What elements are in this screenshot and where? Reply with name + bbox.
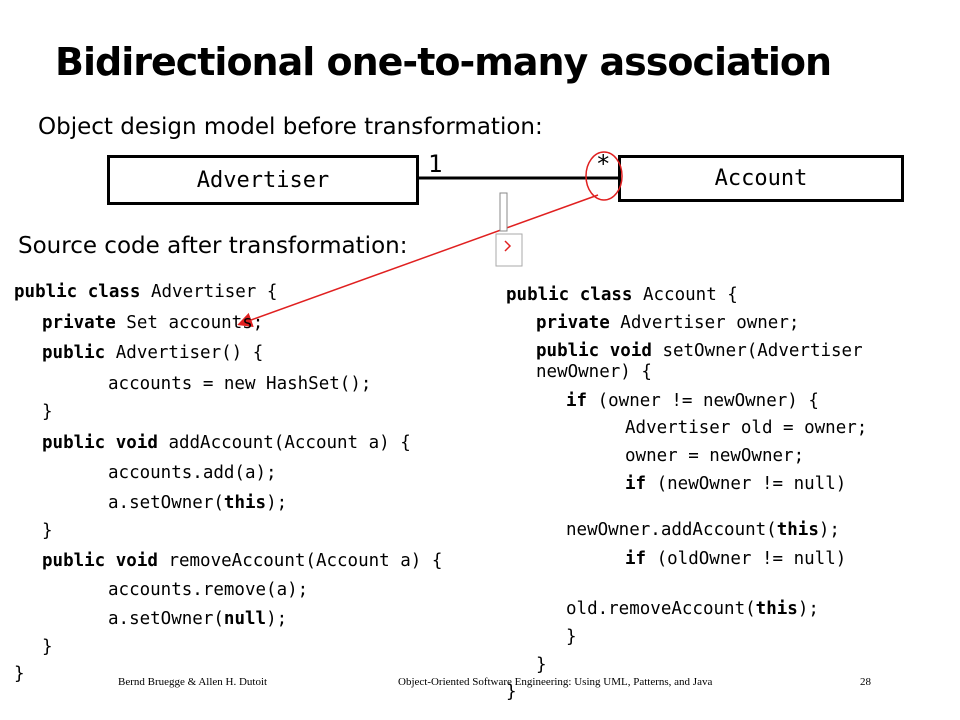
code-line: if (newOwner != null) xyxy=(625,474,847,494)
code-line: } xyxy=(506,682,517,702)
code-line: private Set accounts; xyxy=(42,313,264,333)
advertiser-class-box: Advertiser xyxy=(107,155,419,205)
after-label: Source code after transformation: xyxy=(18,233,408,259)
left-multiplicity: 1 xyxy=(428,150,443,178)
code-line: owner = newOwner; xyxy=(625,446,805,466)
code-line: public void setOwner(Advertiser xyxy=(536,341,863,361)
code-line: } xyxy=(42,402,53,422)
before-label: Object design model before transformatio… xyxy=(38,114,543,140)
annotation-arrow xyxy=(237,194,599,327)
scroll-handle-icon xyxy=(495,192,523,267)
right-multiplicity: * xyxy=(596,150,611,178)
footer-authors: Bernd Bruegge & Allen H. Dutoit xyxy=(118,676,268,688)
code-line: public void addAccount(Account a) { xyxy=(42,433,411,453)
code-line: public void removeAccount(Account a) { xyxy=(42,551,443,571)
code-line: } xyxy=(536,655,547,675)
advertiser-class-name: Advertiser xyxy=(196,167,330,193)
account-class-box: Account xyxy=(618,155,904,202)
code-line: } xyxy=(14,664,25,684)
code-line: public class Advertiser { xyxy=(14,282,278,302)
code-line: public class Account { xyxy=(506,285,738,305)
code-line: Advertiser old = owner; xyxy=(625,418,868,438)
account-class-name: Account xyxy=(714,166,808,191)
code-line: a.setOwner(null); xyxy=(108,609,288,629)
highlight-circle xyxy=(585,151,623,201)
code-line: public Advertiser() { xyxy=(42,343,264,363)
code-line: accounts.add(a); xyxy=(108,463,277,483)
code-line: } xyxy=(566,627,577,647)
code-line: } xyxy=(42,637,53,657)
footer-page-number: 28 xyxy=(860,676,871,688)
footer-book: Object-Oriented Software Engineering: Us… xyxy=(398,676,713,688)
code-line: private Advertiser owner; xyxy=(536,313,800,333)
slide-title: Bidirectional one-to-many association xyxy=(55,40,832,84)
code-line: old.removeAccount(this); xyxy=(566,599,819,619)
code-line: newOwner.addAccount(this); xyxy=(566,520,840,540)
code-line: newOwner) { xyxy=(536,362,652,382)
code-line: } xyxy=(42,521,53,541)
code-line: accounts.remove(a); xyxy=(108,580,309,600)
code-line: accounts = new HashSet(); xyxy=(108,374,372,394)
code-line: a.setOwner(this); xyxy=(108,493,288,513)
code-line: if (oldOwner != null) xyxy=(625,549,847,569)
code-line: if (owner != newOwner) { xyxy=(566,391,819,411)
